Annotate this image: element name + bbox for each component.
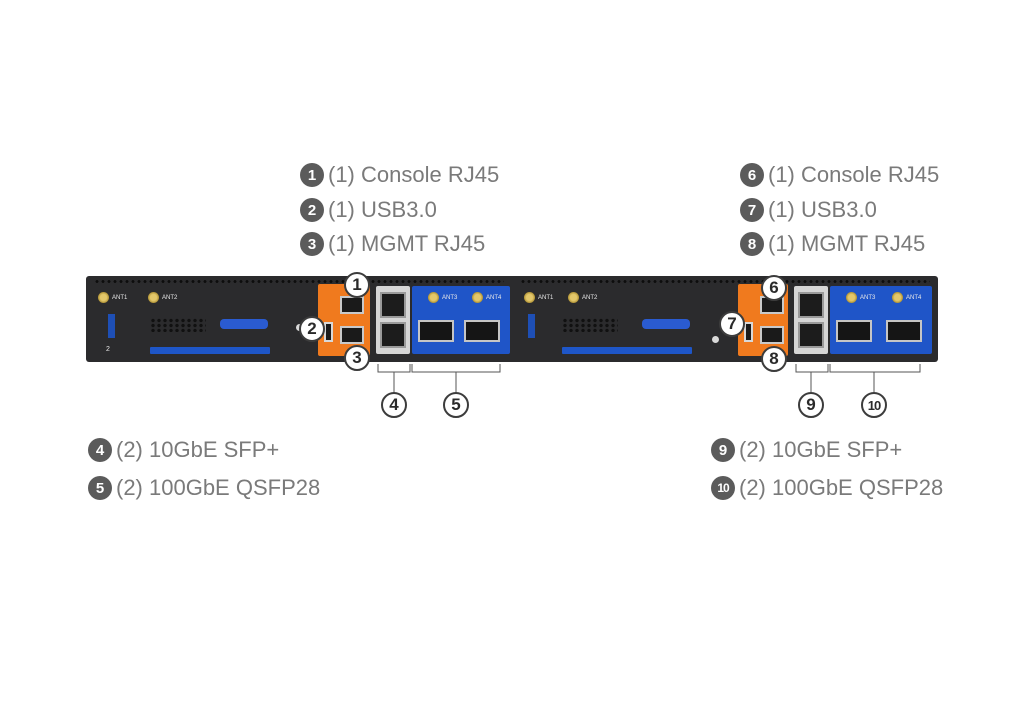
legend-number-badge: 8 <box>740 232 764 256</box>
antenna-label: ANT3 <box>442 295 458 301</box>
qsfp-panel: ANT3 ANT4 <box>412 286 510 354</box>
vent-grille <box>562 318 618 332</box>
usb3-port[interactable] <box>324 322 333 342</box>
legend-text: (2) 10GbE SFP+ <box>116 437 280 462</box>
legend-number-badge: 2 <box>300 198 324 222</box>
brand-logo <box>642 319 690 329</box>
legend-item-sfp-right: 9 (2) 10GbE SFP+ <box>711 437 902 463</box>
antenna-connector-icon <box>148 292 159 303</box>
legend-text: (2) 100GbE QSFP28 <box>116 475 321 500</box>
qsfp28-port[interactable] <box>886 320 922 342</box>
legend-text: (1) Console RJ45 <box>328 162 500 187</box>
brand-logo <box>220 319 268 329</box>
sfp-port[interactable] <box>380 322 406 348</box>
callout-3: 3 <box>344 345 370 371</box>
led-index-label: 2 <box>106 346 110 353</box>
legend-item-console-left: 1 (1) Console RJ45 <box>300 162 499 188</box>
reset-button[interactable] <box>712 336 719 343</box>
legend-text: (1) MGMT RJ45 <box>768 231 926 256</box>
antenna-label: ANT2 <box>162 295 178 301</box>
chassis-front-panel: ANT1 ANT2 2 ANT3 ANT4 ANT1 <box>86 276 938 362</box>
legend-item-console-right: 6 (1) Console RJ45 <box>740 162 939 188</box>
console-panel <box>738 284 788 356</box>
vent-grille <box>150 318 206 332</box>
qsfp28-port[interactable] <box>836 320 872 342</box>
vent-top <box>520 279 930 284</box>
mgmt-rj45-port[interactable] <box>340 326 364 344</box>
legend-item-usb-left: 2 (1) USB3.0 <box>300 197 437 223</box>
callout-2: 2 <box>299 316 325 342</box>
usb3-port[interactable] <box>744 322 753 342</box>
callout-1: 1 <box>344 272 370 298</box>
vent-top <box>94 279 504 284</box>
qsfp28-port[interactable] <box>418 320 454 342</box>
legend-item-qsfp-left: 5 (2) 100GbE QSFP28 <box>88 475 320 501</box>
callout-5: 5 <box>443 392 469 418</box>
qsfp-panel: ANT3 ANT4 <box>830 286 932 354</box>
antenna-connector-icon <box>472 292 483 303</box>
mgmt-rj45-port[interactable] <box>760 326 784 344</box>
antenna-connector-icon <box>892 292 903 303</box>
sfp-port[interactable] <box>798 292 824 318</box>
legend-item-qsfp-right: 10 (2) 100GbE QSFP28 <box>711 475 943 501</box>
legend-number-badge: 4 <box>88 438 112 462</box>
blue-accent-bar <box>562 347 692 354</box>
sfp-port[interactable] <box>380 292 406 318</box>
legend-item-usb-right: 7 (1) USB3.0 <box>740 197 877 223</box>
antenna-connector-icon <box>98 292 109 303</box>
legend-text: (2) 100GbE QSFP28 <box>739 475 944 500</box>
legend-item-sfp-left: 4 (2) 10GbE SFP+ <box>88 437 279 463</box>
antenna-connector-icon <box>428 292 439 303</box>
qsfp28-port[interactable] <box>464 320 500 342</box>
antenna-label: ANT1 <box>112 295 128 301</box>
callout-6: 6 <box>761 275 787 301</box>
antenna-connector-icon <box>846 292 857 303</box>
sfp-port[interactable] <box>798 322 824 348</box>
legend-text: (1) Console RJ45 <box>768 162 940 187</box>
status-led-strip <box>528 314 535 338</box>
legend-number-badge: 9 <box>711 438 735 462</box>
blue-accent-bar <box>150 347 270 354</box>
legend-text: (2) 10GbE SFP+ <box>739 437 903 462</box>
legend-text: (1) MGMT RJ45 <box>328 231 486 256</box>
callout-7: 7 <box>719 311 745 337</box>
antenna-label: ANT4 <box>486 295 502 301</box>
node-right: ANT1 ANT2 ANT3 ANT4 <box>512 276 938 362</box>
legend-number-badge: 3 <box>300 232 324 256</box>
legend-text: (1) USB3.0 <box>328 197 437 222</box>
callout-4: 4 <box>381 392 407 418</box>
node-left: ANT1 ANT2 2 ANT3 ANT4 <box>86 276 512 362</box>
callout-9: 9 <box>798 392 824 418</box>
callout-8: 8 <box>761 346 787 372</box>
antenna-label: ANT3 <box>860 295 876 301</box>
callout-10: 10 <box>861 392 887 418</box>
legend-number-badge: 7 <box>740 198 764 222</box>
console-rj45-port[interactable] <box>340 296 364 314</box>
antenna-label: ANT1 <box>538 295 554 301</box>
legend-number-badge: 5 <box>88 476 112 500</box>
antenna-connector-icon <box>524 292 535 303</box>
legend-item-mgmt-left: 3 (1) MGMT RJ45 <box>300 231 485 257</box>
legend-text: (1) USB3.0 <box>768 197 877 222</box>
antenna-label: ANT4 <box>906 295 922 301</box>
sfp-cage <box>376 286 410 354</box>
legend-item-mgmt-right: 8 (1) MGMT RJ45 <box>740 231 925 257</box>
legend-number-badge: 10 <box>711 476 735 500</box>
legend-number-badge: 6 <box>740 163 764 187</box>
antenna-connector-icon <box>568 292 579 303</box>
status-led-strip <box>108 314 115 338</box>
antenna-label: ANT2 <box>582 295 598 301</box>
legend-number-badge: 1 <box>300 163 324 187</box>
sfp-cage <box>794 286 828 354</box>
